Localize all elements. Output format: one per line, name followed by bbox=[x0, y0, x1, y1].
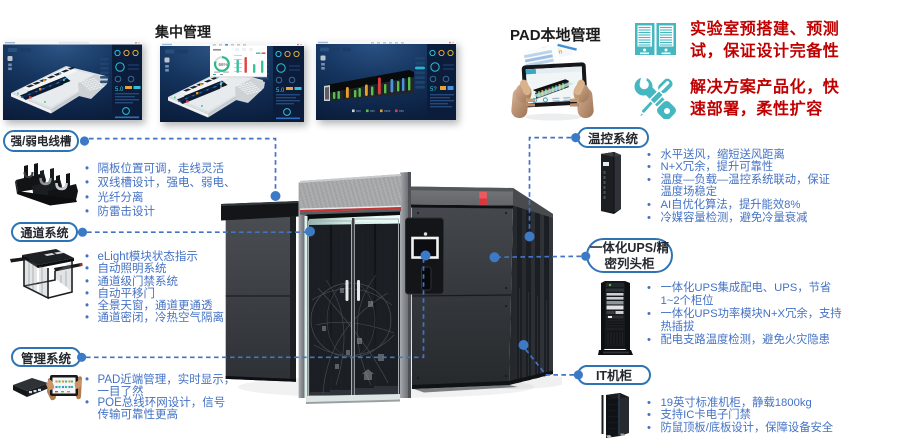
svg-text:66%: 66% bbox=[219, 62, 228, 67]
svg-text:xxx: xxx bbox=[370, 109, 375, 113]
svg-text:5.0: 5.0 bbox=[115, 87, 124, 93]
svg-text:xxx: xxx bbox=[399, 109, 404, 113]
svg-text:xxx: xxx bbox=[356, 109, 361, 113]
svg-text:5?: 5? bbox=[430, 87, 437, 93]
svg-text:xxxx: xxxx bbox=[384, 109, 391, 113]
svg-text:5.0: 5.0 bbox=[276, 88, 285, 94]
